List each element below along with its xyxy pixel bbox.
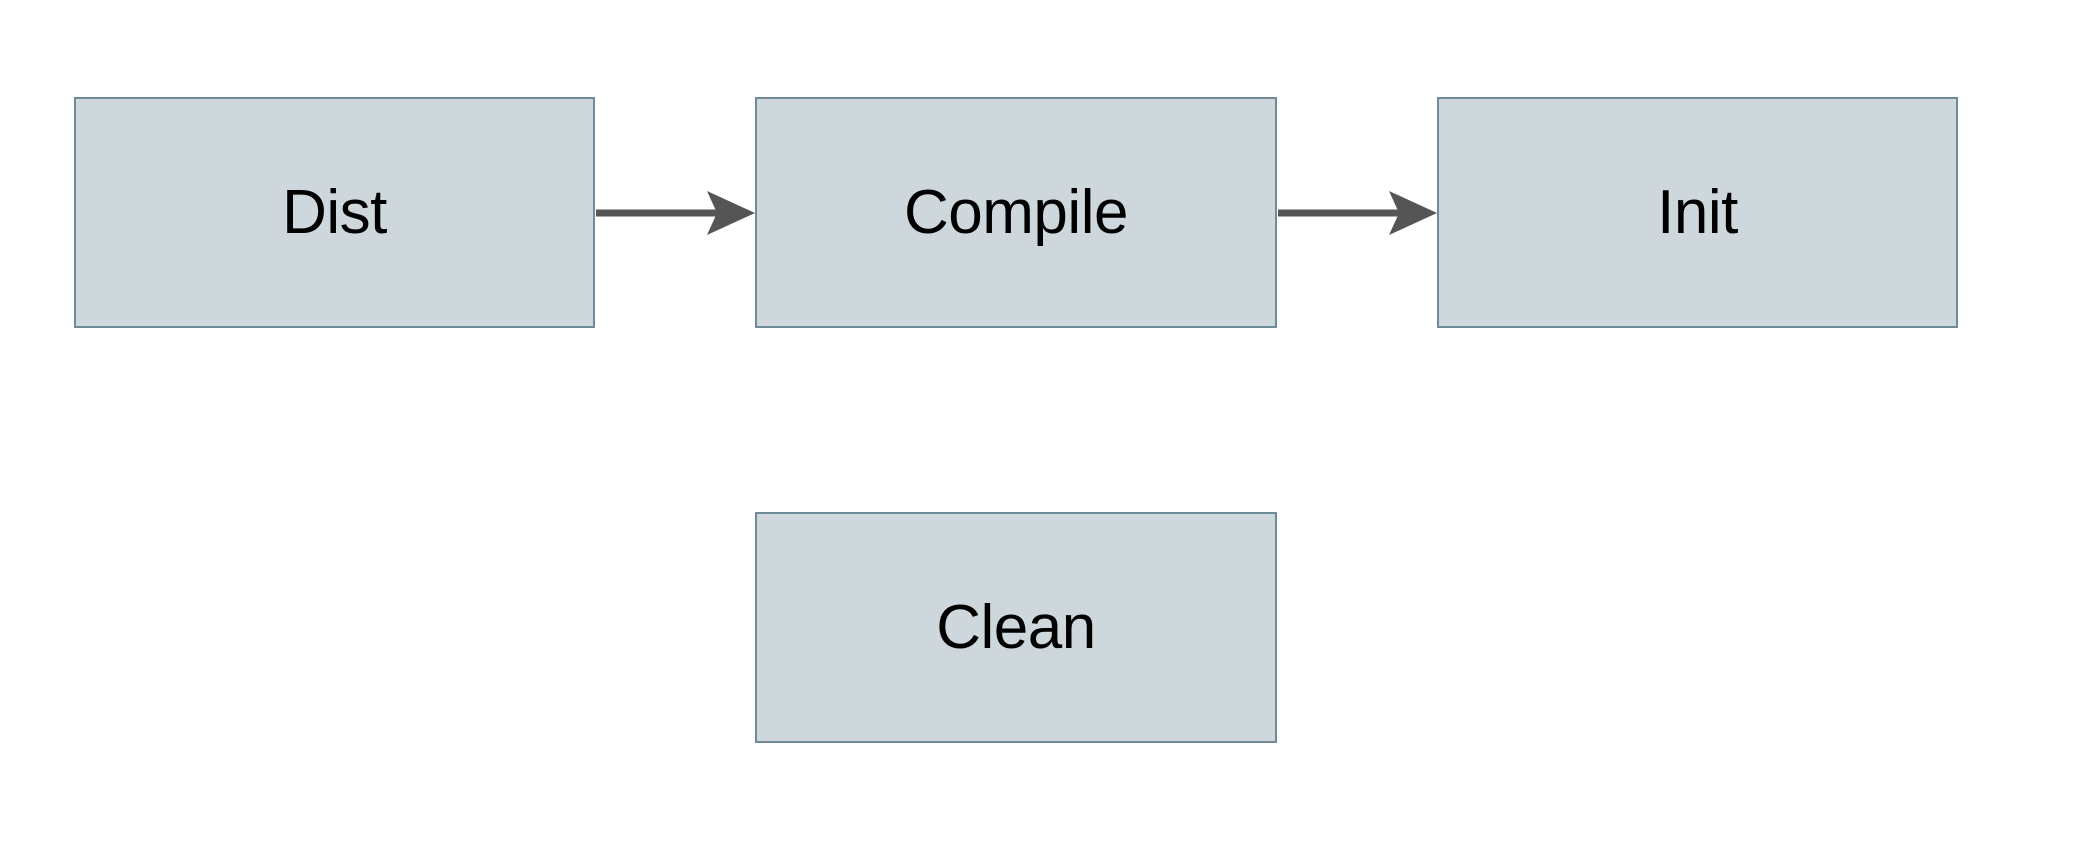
node-clean[interactable]: Clean	[755, 512, 1277, 743]
node-dist[interactable]: Dist	[74, 97, 595, 328]
node-compile[interactable]: Compile	[755, 97, 1277, 328]
edge-compile-to-init-arrowhead	[1389, 191, 1437, 235]
node-compile-label: Compile	[904, 177, 1128, 247]
node-init[interactable]: Init	[1437, 97, 1958, 328]
node-clean-label: Clean	[936, 592, 1096, 662]
edge-dist-to-compile-arrowhead	[707, 191, 755, 235]
edge-compile-to-init	[1278, 191, 1437, 235]
edge-dist-to-compile	[596, 191, 755, 235]
node-init-label: Init	[1657, 177, 1738, 247]
node-dist-label: Dist	[282, 177, 387, 247]
